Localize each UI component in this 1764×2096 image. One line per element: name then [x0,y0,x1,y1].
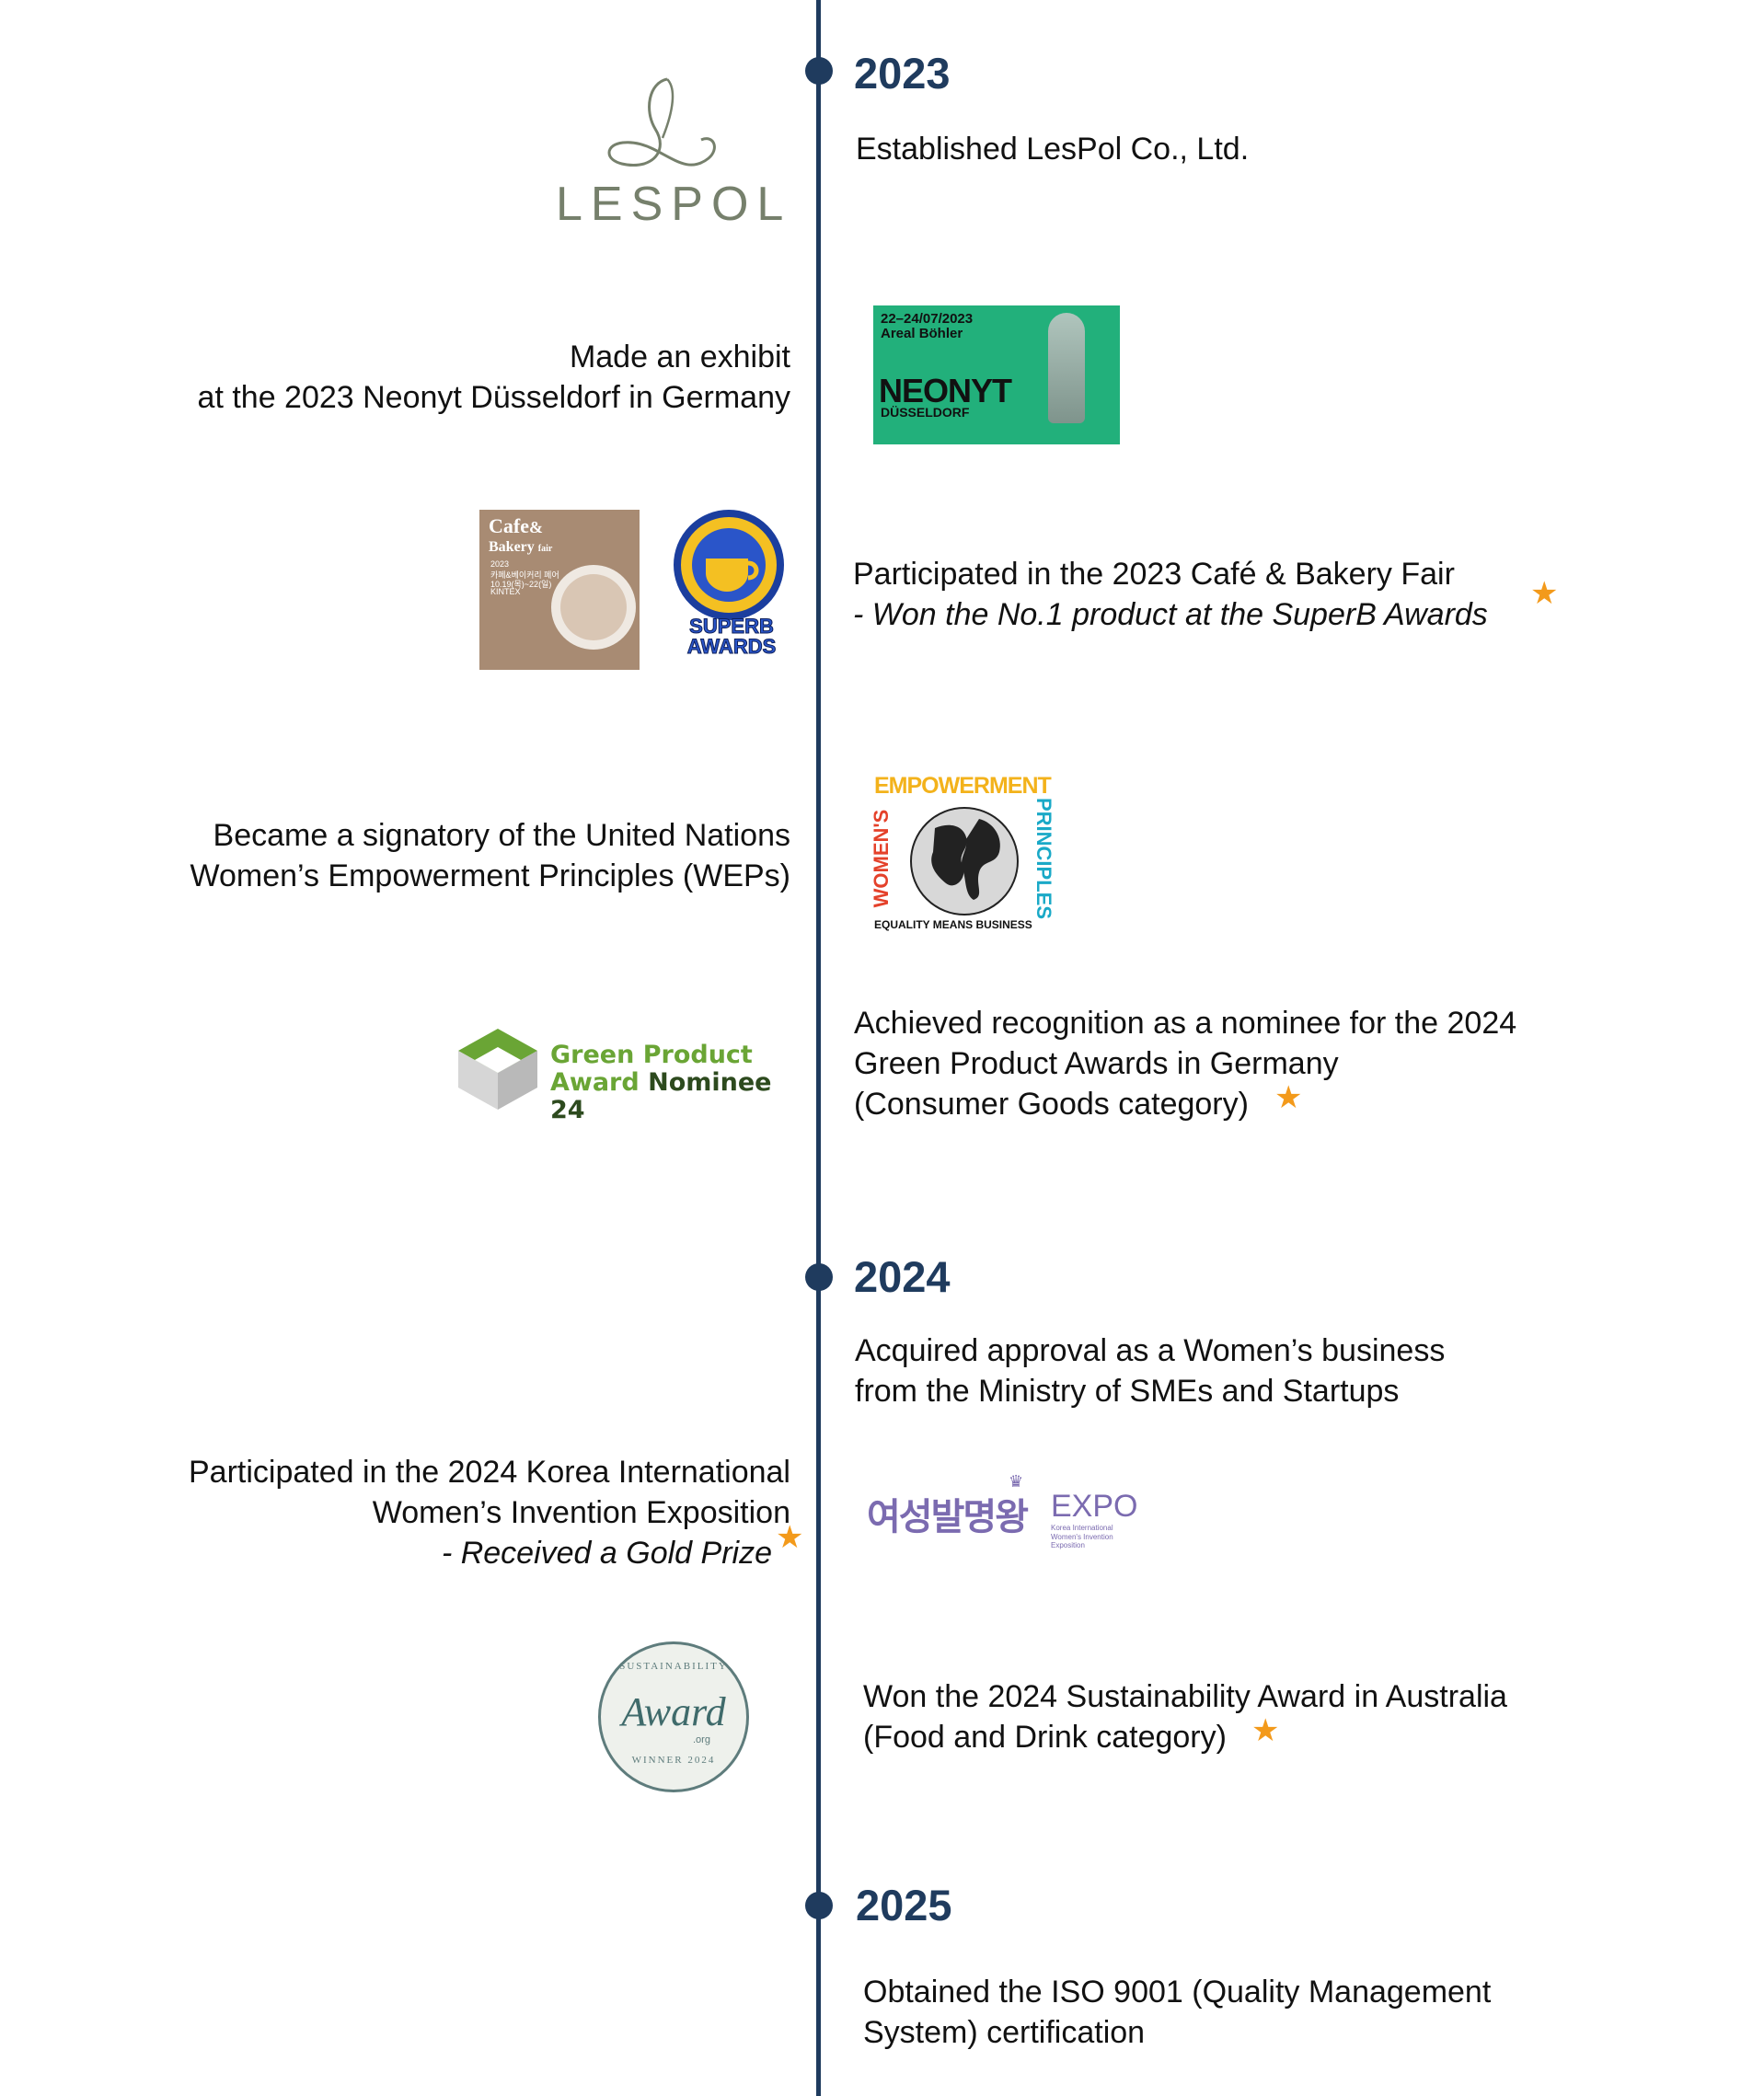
superb-text: SUPERB AWARDS [686,615,777,658]
event-invention-expo: Participated in the 2024 Korea Internati… [188,1455,790,1571]
cafe-poster-year: 2023 [490,559,510,569]
green-product-award-logo: Green Product Award Nominee 24 [456,1027,778,1124]
cafe-poster-dates: 10.19(목)~22(일) [490,580,552,589]
event-sustainability: Won the 2024 Sustainability Award in Aus… [863,1679,1507,1755]
womens-invention-expo-logo: ♛ 여성발명왕 EXPO Korea International Women's… [867,1472,1143,1549]
event-iso: Obtained the ISO 9001 (Quality Managemen… [863,1975,1492,2050]
weps-logo: EMPOWERMENT WOMEN'S PRINCIPLES EQUALITY … [870,773,1055,933]
weps-top-text: EMPOWERMENT [874,773,1052,799]
cafe-poster-venue: KINTEX [490,587,521,596]
star-icon: ★ [1530,576,1559,611]
event-green-product: Achieved recognition as a nominee for th… [854,1006,1517,1122]
sustain-top-text: SUSTAINABILITY [619,1661,728,1672]
sustain-main-text: Award [621,1689,726,1734]
timeline-dot-2025 [805,1892,833,1919]
event-neonyt: Made an exhibit at the 2023 Neonyt Düsse… [197,340,790,415]
cafe-poster-title: Cafe& Bakery fair [489,514,553,556]
expo-sub1: Korea International [1051,1524,1113,1532]
globe-icon [910,807,1019,916]
sustain-org-text: .org [693,1734,710,1745]
sustain-bottom-text: WINNER 2024 [631,1755,716,1766]
neonyt-poster: 22–24/07/2023 Areal Böhler NEONYT DÜSSEL… [873,305,1120,444]
neonyt-venue: Areal Böhler [881,326,963,341]
event-womens-business: Acquired approval as a Women’s business … [855,1333,1446,1409]
cafe-bakery-poster: Cafe& Bakery fair 2023 카페&베이커리 페어 10.19(… [479,510,640,670]
star-icon: ★ [776,1520,804,1555]
lespol-wordmark: LESPOL [556,178,792,231]
expo-korean-text: 여성발명왕 [867,1497,1029,1537]
cafe-poster-korean: 카페&베이커리 페어 [490,570,559,580]
event-cafe-bakery: Participated in the 2023 Café & Bakery F… [853,557,1488,632]
cafe-poster-cup-icon [560,574,627,640]
neonyt-dates: 22–24/07/2023 [881,311,974,327]
timeline-dot-2024 [805,1263,833,1291]
neonyt-figures [1048,313,1085,423]
star-icon: ★ [1274,1080,1303,1115]
timeline-dot-2023 [805,57,833,85]
event-established: Established LesPol Co., Ltd. [856,132,1250,167]
green-product-text: Green Product Award Nominee 24 [550,1041,772,1124]
expo-text: EXPO [1051,1489,1138,1524]
event-weps: Became a signatory of the United Nations… [190,818,790,893]
superb-awards-logo: SUPERB AWARDS [669,508,789,670]
expo-crown-icon: ♛ [1009,1472,1024,1491]
neonyt-city: DÜSSELDORF [881,405,970,420]
year-2024: 2024 [854,1252,951,1301]
year-2025: 2025 [856,1881,952,1929]
expo-sub2: Women's Invention Exposition [1051,1533,1113,1549]
year-2023: 2023 [854,49,951,98]
hexagon-cube-icon [458,1029,537,1110]
lespol-emblem [607,77,716,167]
sustainability-award-badge: SUSTAINABILITY Award .org WINNER 2024 [598,1641,749,1792]
lespol-logo: LESPOL [552,74,783,231]
weps-left-text: WOMEN'S [870,809,893,908]
superb-cup-icon [674,510,784,620]
weps-bottom-text: EQUALITY MEANS BUSINESS [874,918,1032,931]
neonyt-name: NEONYT [879,372,1012,409]
star-icon: ★ [1251,1713,1280,1748]
timeline-axis [816,0,821,2096]
